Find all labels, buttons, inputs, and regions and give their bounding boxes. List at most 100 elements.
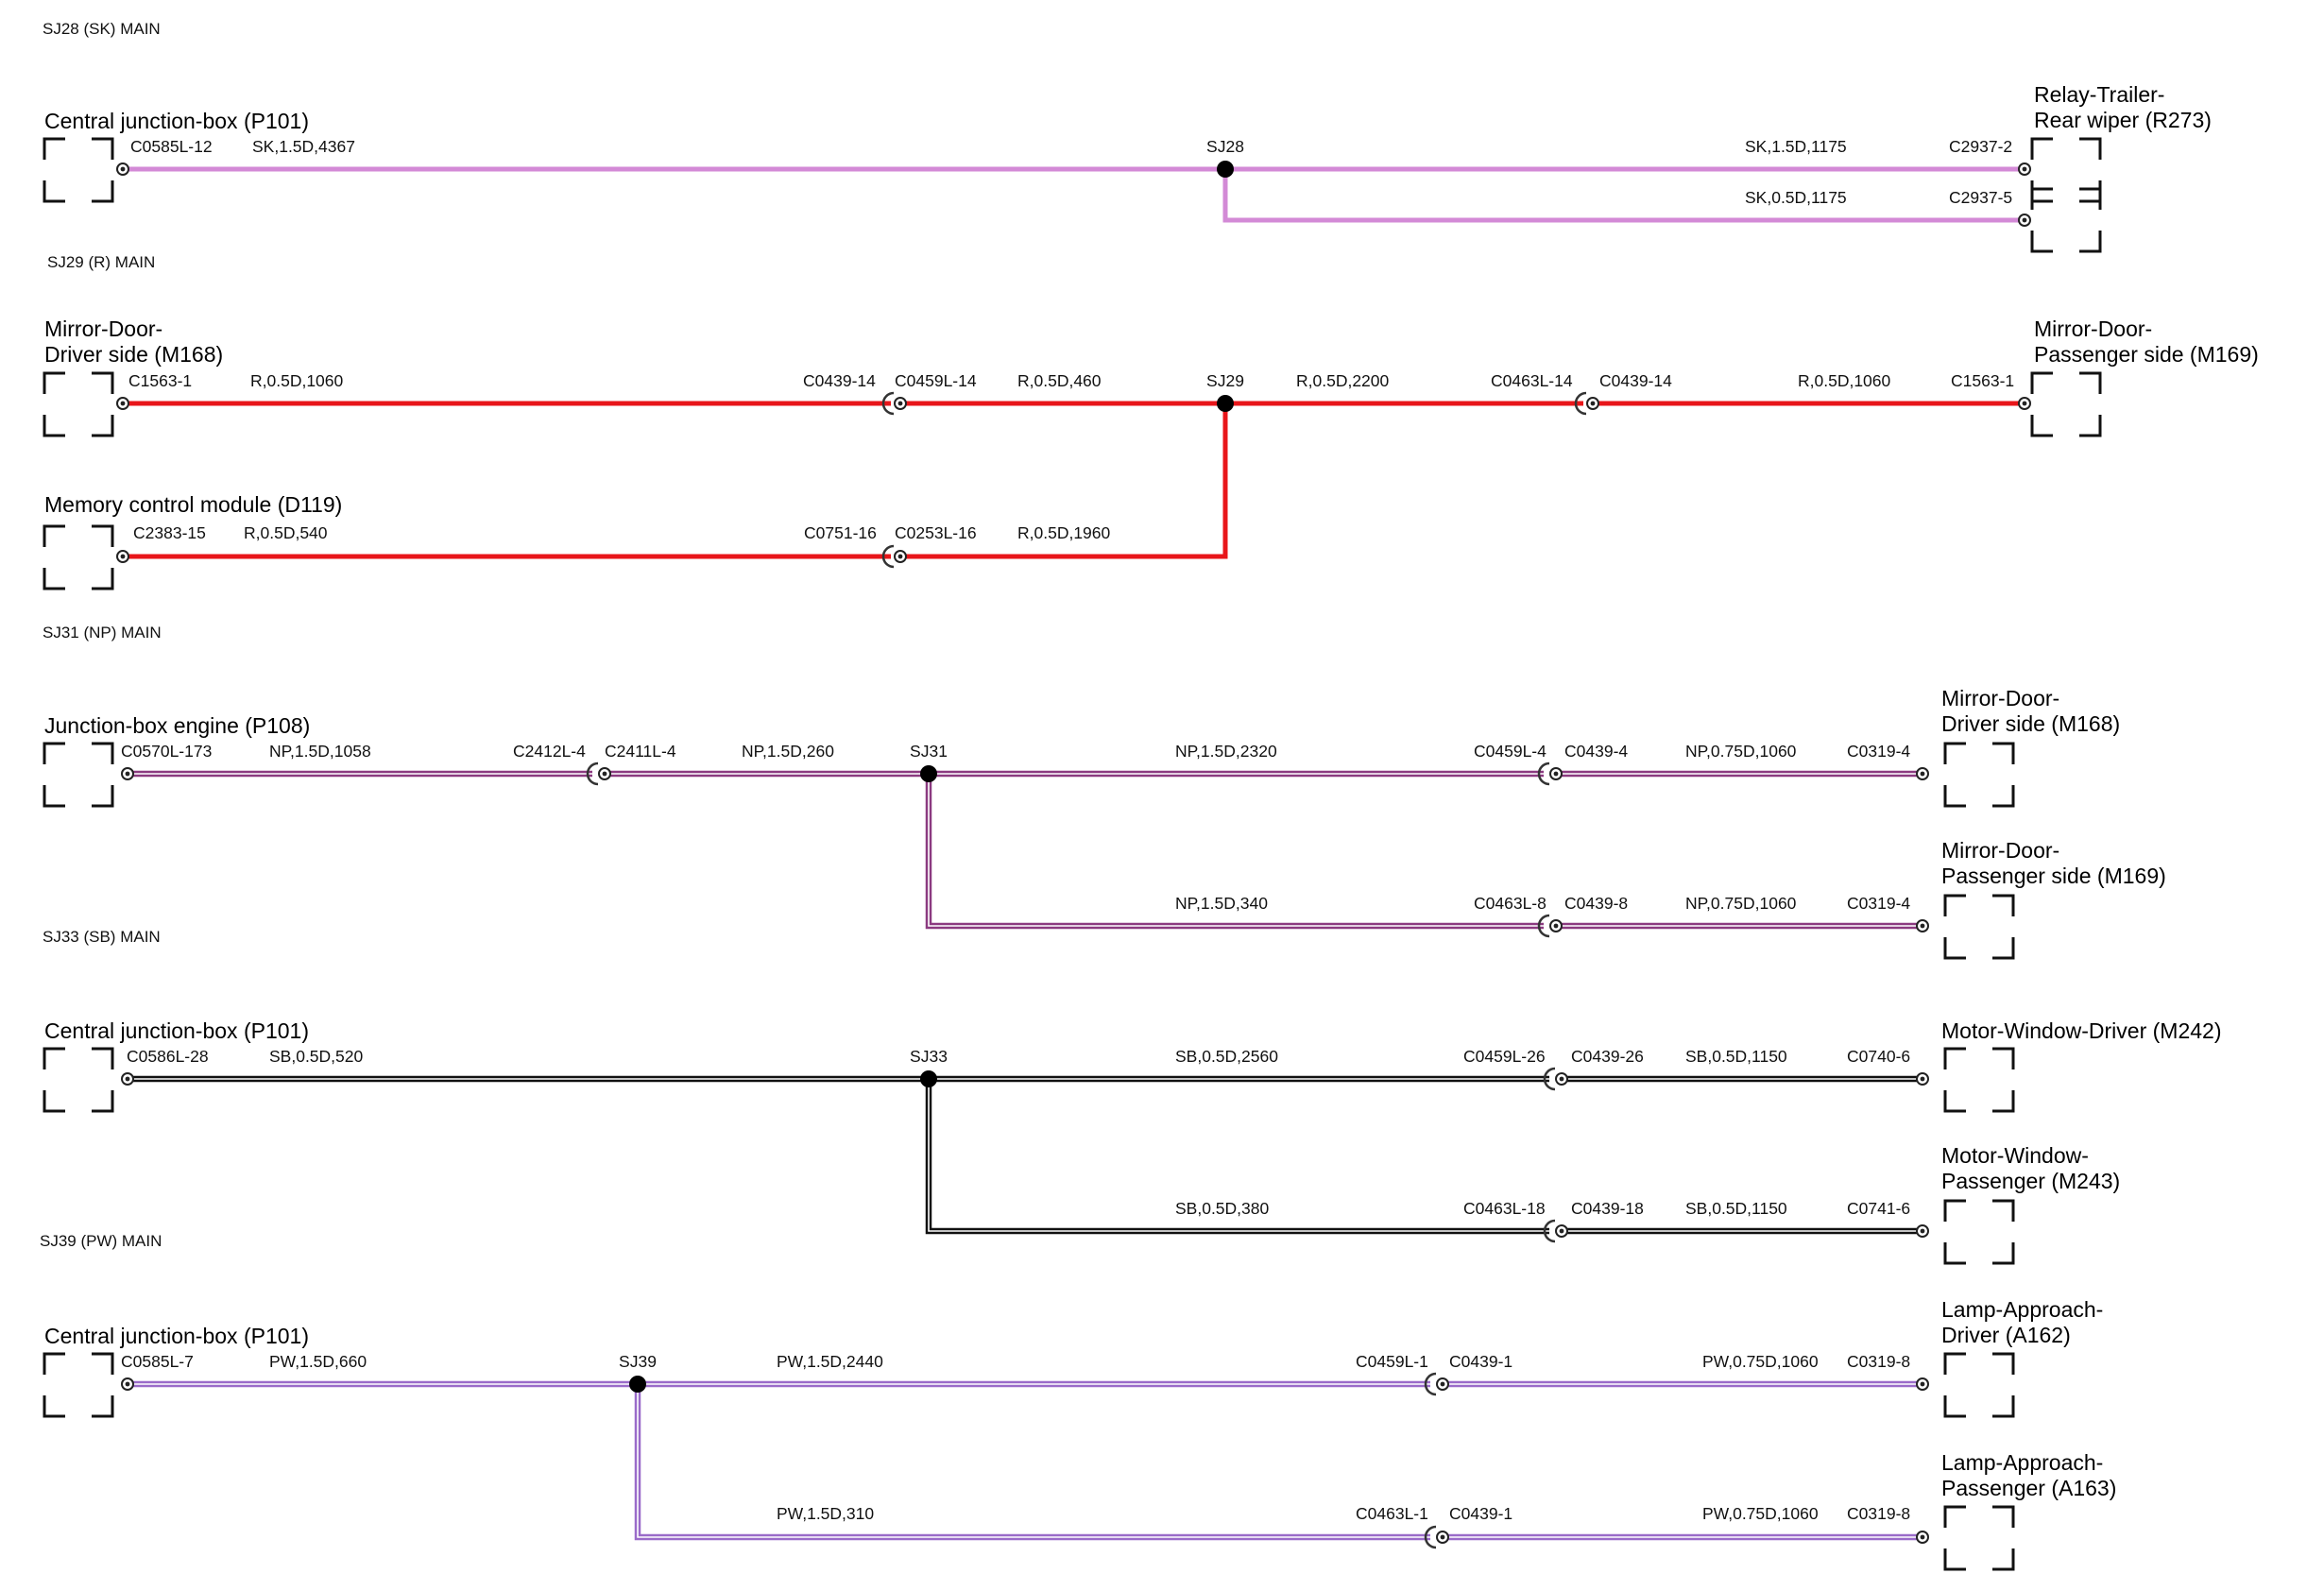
wire [902,403,1228,559]
component-name-line: Lamp-Approach- [1941,1297,2103,1322]
wire-label: C0463L-1 [1356,1504,1428,1523]
component-name-line: Passenger (A163) [1941,1476,2116,1500]
wire-label: PW,1.5D,2440 [777,1352,883,1371]
component-name: Lamp-Approach-Driver (A162) [1941,1297,2103,1347]
pin-terminal [116,550,129,563]
wire-label: SB,0.5D,520 [269,1047,363,1066]
component-box [1943,1047,2015,1113]
component-name-line: Mirror-Door- [1941,838,2059,863]
wire-label: SK,1.5D,4367 [252,137,355,156]
component-name: Lamp-Approach-Passenger (A163) [1941,1450,2116,1500]
wire-label: C0459L-14 [895,371,977,390]
splice-node [920,1070,937,1087]
component-box [43,1352,114,1418]
wire-label: C0439-1 [1449,1504,1512,1523]
splice-node [920,765,937,782]
inline-connector [1574,391,1599,416]
splice-label: SJ39 [619,1352,657,1371]
pin-terminal [2018,397,2031,410]
wire-label: SK,0.5D,1175 [1745,188,1847,207]
wire-label: C0319-4 [1847,742,1910,761]
component-box [43,742,114,808]
wire-label: C0459L-1 [1356,1352,1428,1371]
component-name-line: Motor-Window- [1941,1143,2089,1168]
wire-label: C0463L-8 [1474,894,1546,913]
wire-label: C2383-15 [133,523,206,542]
pin-terminal [116,163,129,176]
wire-label: C0439-4 [1564,742,1628,761]
splice-label: SJ29 [1206,371,1244,390]
component-name: Memory control module (D119) [44,492,342,517]
component-box [43,1047,114,1113]
component-name-line: Junction-box engine (P108) [44,713,310,738]
section-title: SJ29 (R) MAIN [47,253,155,271]
wire-label: C0585L-7 [121,1352,194,1371]
component-box [1943,1199,2015,1265]
splice-label: SJ28 [1206,137,1244,156]
section-title: SJ31 (NP) MAIN [43,624,162,642]
component-box [2030,137,2102,203]
component-name-line: Motor-Window-Driver (M242) [1941,1018,2221,1043]
harness-section: SJ29 (R) MAIN SJ29 Mirror-Door-Driver side… [43,253,2259,590]
wire-label: C0439-26 [1571,1047,1644,1066]
wire-label: C0253L-16 [895,523,977,542]
wire [1222,169,2025,223]
wire-label: C0439-14 [803,371,876,390]
wire-label: NP,0.75D,1060 [1685,894,1797,913]
wire-label: NP,1.5D,2320 [1175,742,1277,761]
wire-label: C0751-16 [804,523,877,542]
component-name: Central junction-box (P101) [44,1018,309,1043]
inline-connector [1424,1372,1449,1396]
wire-label: C0459L-26 [1463,1047,1546,1066]
component-name-line: Driver (A162) [1941,1323,2071,1347]
pin-terminal [2018,163,2031,176]
wire-label: C0319-4 [1847,894,1910,913]
component-name-line: Driver side (M168) [1941,711,2120,736]
wire-label: PW,1.5D,310 [777,1504,874,1523]
wire-label: C2937-2 [1949,137,2012,156]
wire-label: SB,0.5D,1150 [1685,1199,1787,1218]
wire-label: C0439-18 [1571,1199,1644,1218]
component-name-line: Passenger side (M169) [1941,864,2166,888]
component-name-line: Passenger side (M169) [2034,342,2259,367]
wire-label: NP,0.75D,1060 [1685,742,1797,761]
wire-label: R,0.5D,2200 [1296,371,1390,390]
wire-label: R,0.5D,1060 [1798,371,1891,390]
component-box [1943,894,2015,960]
harness-section: SJ39 (PW) MAIN SJ39 Central junction-box (… [40,1232,2116,1571]
component-name-line: Memory control module (D119) [44,492,342,517]
component-name-line: Passenger (M243) [1941,1169,2120,1193]
wire-label: PW,0.75D,1060 [1702,1504,1819,1523]
section-title: SJ33 (SB) MAIN [43,928,161,946]
wire-label: C1563-1 [1951,371,2014,390]
wire-label: NP,1.5D,1058 [269,742,371,761]
component-name-line: Central junction-box (P101) [44,109,309,133]
inline-connector [1543,1219,1568,1243]
pin-terminal [1916,767,1929,780]
wire-label: C0585L-12 [130,137,213,156]
component-box [43,137,114,203]
wire-label: SB,0.5D,380 [1175,1199,1269,1218]
component-name: Motor-Window-Driver (M242) [1941,1018,2221,1043]
wire [925,1079,1549,1235]
component-name: Mirror-Door-Driver side (M168) [1941,686,2120,736]
section-title: SJ39 (PW) MAIN [40,1232,162,1250]
component-box [2030,187,2102,253]
wire-label: SB,0.5D,2560 [1175,1047,1278,1066]
component-name: Central junction-box (P101) [44,1324,309,1348]
pin-terminal [121,767,134,780]
component-box [43,524,114,590]
component-name: Mirror-Door-Passenger side (M169) [1941,838,2166,888]
component-box [2030,371,2102,437]
component-name: Mirror-Door-Driver side (M168) [44,316,223,367]
pin-terminal [1916,1072,1929,1086]
wire-label: R,0.5D,1060 [250,371,344,390]
inline-connector [881,391,907,416]
wire-label: C0319-8 [1847,1504,1910,1523]
wire-label: PW,1.5D,660 [269,1352,367,1371]
pin-terminal [1916,919,1929,932]
component-name-line: Mirror-Door- [2034,316,2152,341]
inline-connector [1537,761,1563,786]
wire-label: C0459L-4 [1474,742,1546,761]
